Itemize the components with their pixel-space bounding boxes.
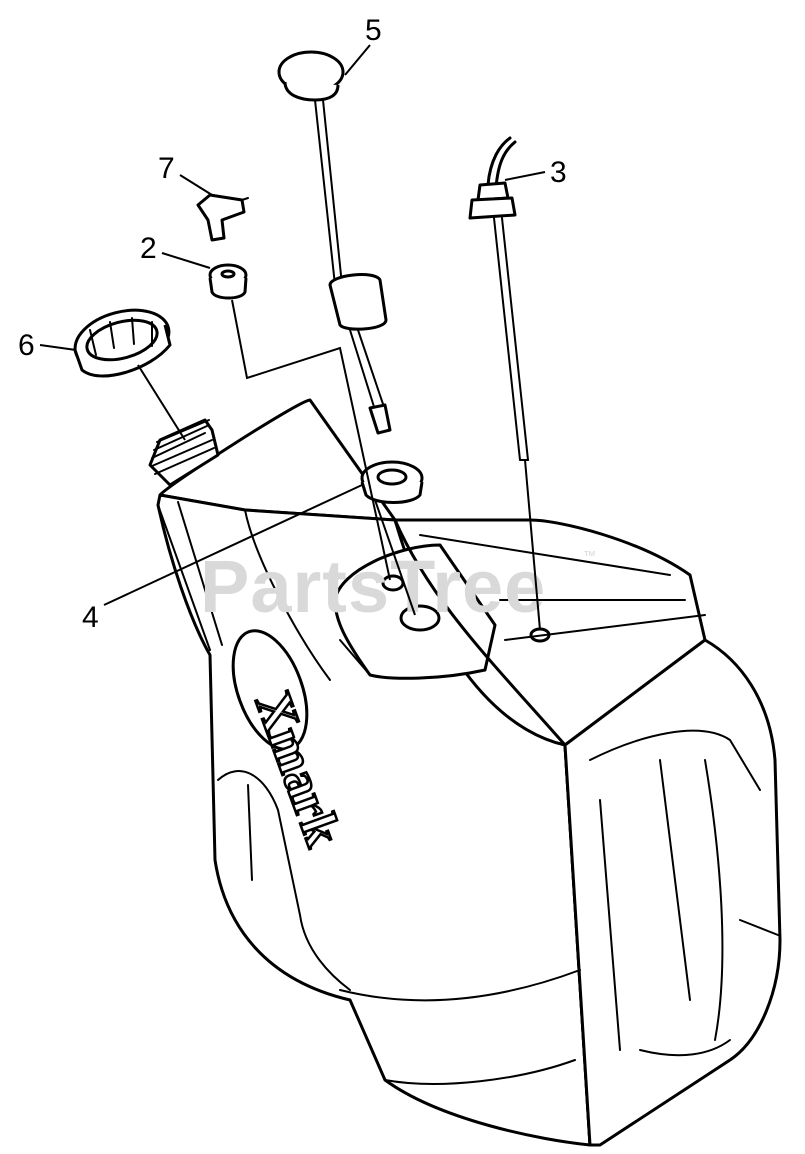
svg-text:3: 3 (550, 156, 567, 189)
svg-text:2: 2 (140, 232, 157, 265)
svg-text:5: 5 (365, 14, 382, 47)
grommet-part-2 (208, 263, 248, 300)
callout-2: 2 (140, 232, 211, 269)
watermark-trademark: ™ (583, 548, 596, 563)
callout-5: 5 (344, 14, 382, 76)
watermark-text: PartsTree (200, 545, 546, 628)
callout-7: 7 (158, 152, 213, 196)
svg-text:7: 7 (158, 152, 175, 185)
assembly-lines (137, 299, 541, 631)
fuel-gauge-part-5 (277, 50, 392, 435)
elbow-fitting-part-7 (196, 193, 249, 242)
pickup-tube-part-3 (468, 136, 529, 461)
fuel-tank (148, 398, 782, 1147)
callout-6: 6 (18, 329, 77, 362)
svg-text:4: 4 (82, 601, 99, 634)
callout-3: 3 (504, 156, 567, 189)
grommet-part-4 (360, 460, 424, 504)
svg-text:6: 6 (18, 329, 35, 362)
callout-4: 4 (82, 484, 363, 634)
fuel-cap-part-6 (73, 308, 172, 378)
